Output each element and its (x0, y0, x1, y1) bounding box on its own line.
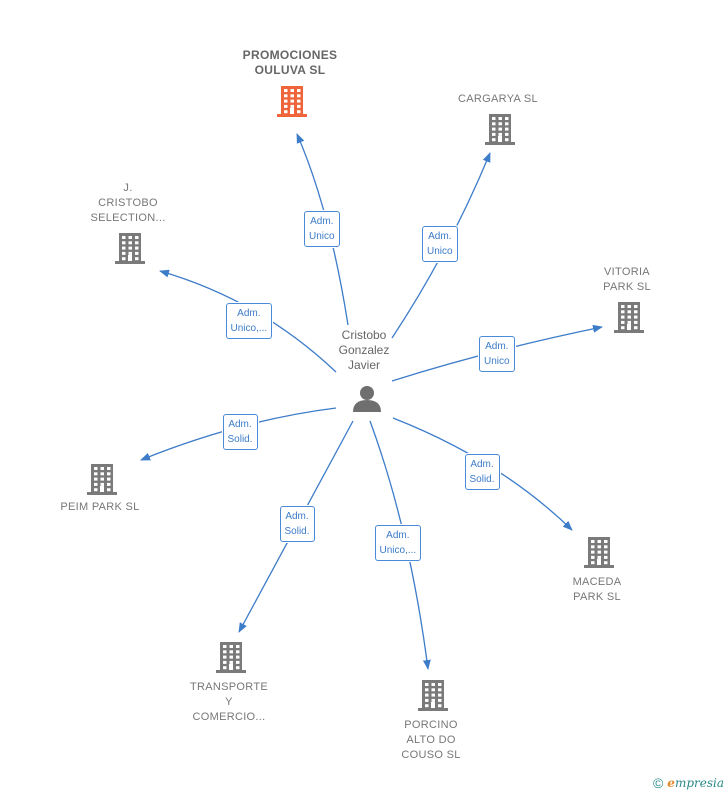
building-icon[interactable] (418, 680, 448, 711)
building-icon[interactable] (584, 537, 614, 568)
company-label-vitoria[interactable]: VITORIA PARK SL (603, 266, 651, 293)
edge-label-cristobo_selection[interactable]: Adm. Unico,... (225, 303, 273, 339)
copyright-symbol: © (652, 775, 664, 791)
person-icon[interactable] (353, 386, 381, 412)
building-icon[interactable] (216, 642, 246, 673)
edge-label-cargarya[interactable]: Adm. Unico (422, 226, 458, 262)
edge-label-transporte[interactable]: Adm. Solid. (279, 506, 315, 542)
building-icon[interactable] (87, 464, 117, 495)
company-label-cristobo_selection[interactable]: J. CRISTOBO SELECTION... (90, 182, 166, 224)
building-icon[interactable] (485, 114, 515, 145)
edge-label-promociones[interactable]: Adm. Unico (304, 211, 340, 247)
building-icon[interactable] (614, 302, 644, 333)
company-label-promociones[interactable]: PROMOCIONES OULUVA SL (242, 48, 338, 77)
edge-label-vitoria[interactable]: Adm. Unico (479, 336, 515, 372)
edge-label-porcino[interactable]: Adm. Unico,... (374, 525, 422, 561)
brand-logo: empresia (667, 776, 724, 790)
edge-label-maceda[interactable]: Adm. Solid. (464, 454, 500, 490)
company-label-porcino[interactable]: PORCINO ALTO DO COUSO SL (401, 719, 461, 761)
footer-credit: © empresia (653, 775, 724, 791)
building-icon[interactable] (115, 233, 145, 264)
company-label-maceda[interactable]: MACEDA PARK SL (572, 576, 622, 603)
building-icon[interactable] (277, 86, 307, 117)
center-person-name[interactable]: Cristobo Gonzalez Javier (338, 328, 390, 372)
edge-label-peim[interactable]: Adm. Solid. (222, 414, 258, 450)
company-label-transporte[interactable]: TRANSPORTE Y COMERCIO... (190, 681, 268, 723)
company-label-peim[interactable]: PEIM PARK SL (60, 501, 140, 513)
company-label-cargarya[interactable]: CARGARYA SL (458, 93, 538, 105)
